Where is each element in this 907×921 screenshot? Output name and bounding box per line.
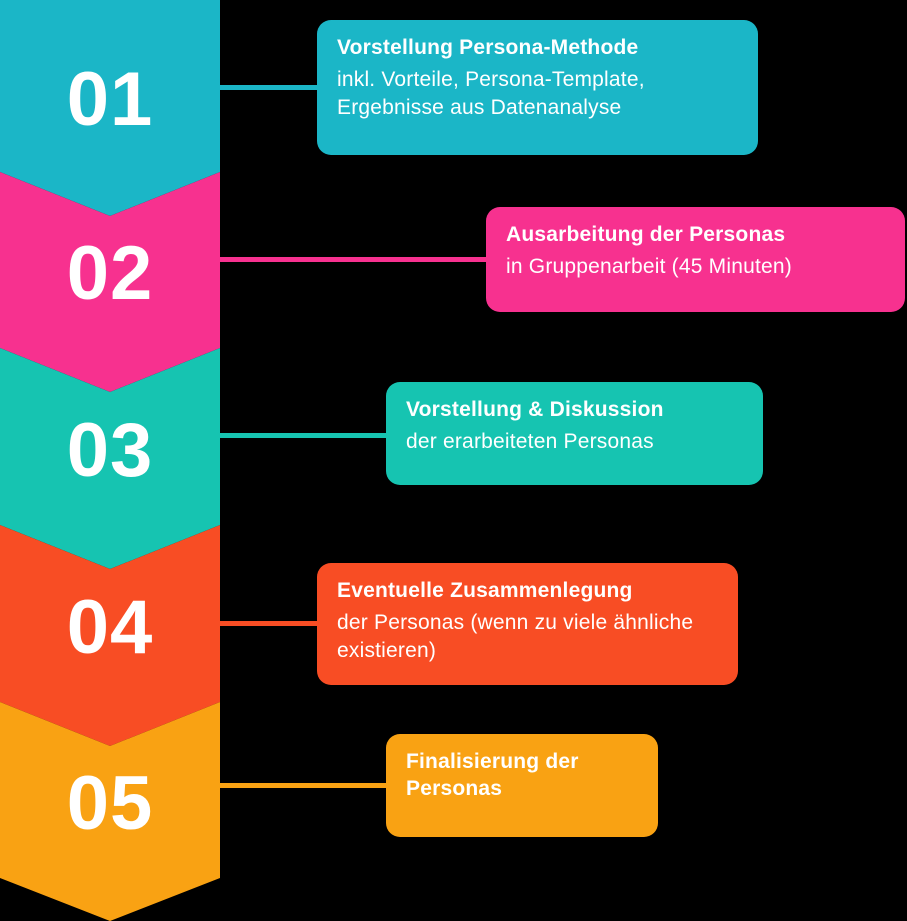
connector-line-01	[220, 85, 317, 90]
connector-line-05	[220, 783, 386, 788]
step-chevron-03: 03	[0, 348, 220, 569]
step-number-02: 02	[66, 231, 154, 316]
callout-box-03: Vorstellung & Diskussion der erarbeitete…	[386, 382, 763, 485]
callout-box-02: Ausarbeitung der Personas in Gruppenarbe…	[486, 207, 905, 312]
step-number-05: 05	[66, 760, 154, 846]
connector-line-02	[220, 257, 486, 262]
step-chevron-05: 05	[0, 702, 220, 921]
connector-line-03	[220, 433, 386, 438]
callout-title-04: Eventuelle Zusammenlegung	[337, 579, 633, 602]
callout-body-02: in Gruppenarbeit (45 Minuten)	[506, 255, 792, 279]
callout-title-05: Finalisierung der Personas	[406, 750, 579, 801]
callout-box-05: Finalisierung der Personas	[386, 734, 658, 837]
connector-line-04	[220, 621, 317, 626]
step-number-01: 01	[66, 57, 154, 142]
step-number-03: 03	[66, 407, 154, 493]
callout-body-04: der Personas (wenn zu viele ähnliche exi…	[337, 611, 694, 663]
callout-body-01: inkl. Vorteile, Persona-Template, Ergebn…	[337, 68, 645, 120]
callout-box-04: Eventuelle Zusammenlegung der Personas (…	[317, 563, 738, 685]
step-chevron-01: 01	[0, 0, 220, 216]
callout-title-01: Vorstellung Persona-Methode	[337, 36, 639, 59]
callout-box-01: Vorstellung Persona-Methode inkl. Vortei…	[317, 20, 758, 155]
step-number-04: 04	[66, 584, 154, 670]
callout-body-03: der erarbeiteten Personas	[406, 430, 654, 454]
callout-title-03: Vorstellung & Diskussion	[406, 398, 664, 421]
callout-title-02: Ausarbeitung der Personas	[506, 223, 786, 246]
